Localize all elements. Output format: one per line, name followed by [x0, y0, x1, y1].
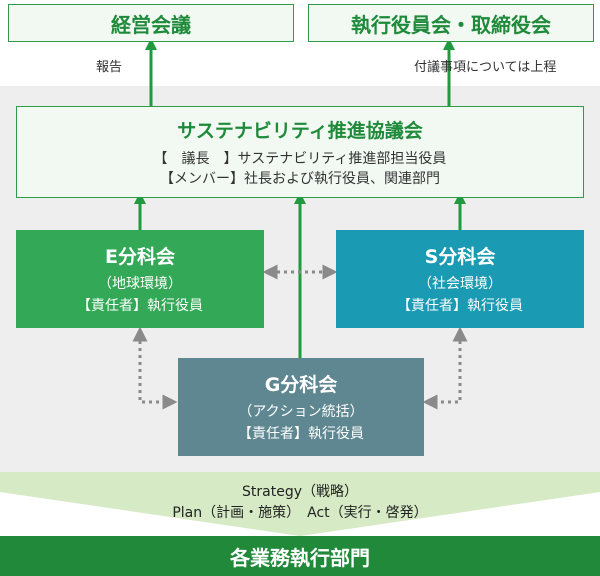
management-meeting-box: 経営会議	[8, 4, 294, 42]
s-committee-subtitle: （社会環境）	[418, 275, 502, 292]
s-committee-title: S分科会	[424, 245, 496, 268]
flow-wedge-side	[0, 472, 300, 536]
agenda-note: 付議事項については上程	[414, 60, 557, 75]
g-committee-title: G分科会	[264, 373, 338, 396]
g-committee-subtitle: （アクション統括）	[238, 403, 364, 420]
dotted-e-g	[132, 326, 178, 410]
council-members: 【メンバー】社長および執行役員、関連部門	[160, 170, 440, 187]
e-committee-owner: 【責任者】執行役員	[77, 297, 203, 314]
g-committee-owner: 【責任者】執行役員	[238, 425, 364, 442]
board-label: 執行役員会・取締役会	[351, 12, 551, 37]
board-box: 執行役員会・取締役会	[308, 4, 594, 42]
strategy-label: Strategy（戦略）	[242, 484, 358, 500]
s-committee-box: S分科会 （社会環境） 【責任者】執行役員	[336, 230, 584, 328]
sustainability-council-box: サステナビリティ推進協議会 【 議長 】サステナビリティ推進部担当役員 【メンバ…	[16, 106, 584, 198]
s-committee-owner: 【責任者】執行役員	[397, 297, 523, 314]
g-committee-box: G分科会 （アクション統括） 【責任者】執行役員	[178, 358, 424, 456]
e-committee-title: E分科会	[105, 245, 175, 268]
plan-act-label: Plan（計画・施策） Act（実行・啓発）	[172, 505, 428, 521]
report-note: 報告	[96, 60, 123, 75]
council-chair: 【 議長 】サステナビリティ推進部担当役員	[153, 150, 447, 167]
business-divisions-label: 各業務執行部門	[230, 545, 370, 570]
dotted-s-g	[422, 326, 468, 410]
flow-wedge-fill	[0, 472, 600, 536]
e-committee-subtitle: （地球環境）	[98, 275, 182, 292]
e-committee-box: E分科会 （地球環境） 【責任者】執行役員	[16, 230, 264, 328]
management-meeting-label: 経営会議	[111, 12, 191, 37]
flow-wedge-side-right	[300, 472, 600, 536]
business-divisions-bar: 各業務執行部門	[0, 536, 600, 576]
council-title: サステナビリティ推進協議会	[177, 119, 423, 142]
